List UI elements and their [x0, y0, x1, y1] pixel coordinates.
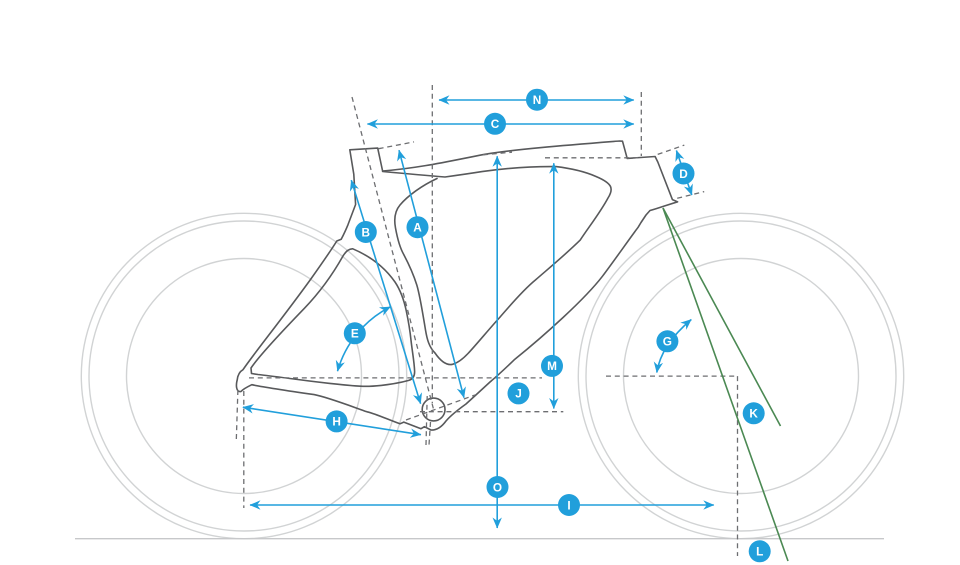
svg-text:C: C — [491, 117, 500, 131]
svg-text:L: L — [756, 545, 763, 559]
svg-text:G: G — [663, 335, 672, 349]
svg-text:B: B — [362, 225, 371, 239]
svg-text:D: D — [679, 167, 688, 181]
svg-text:M: M — [547, 359, 557, 373]
svg-text:E: E — [351, 327, 359, 341]
svg-text:N: N — [533, 93, 542, 107]
svg-text:J: J — [515, 387, 522, 401]
svg-text:K: K — [749, 407, 758, 421]
svg-text:A: A — [413, 221, 422, 235]
svg-text:O: O — [493, 480, 502, 494]
svg-text:H: H — [332, 415, 341, 429]
svg-text:I: I — [567, 498, 570, 512]
